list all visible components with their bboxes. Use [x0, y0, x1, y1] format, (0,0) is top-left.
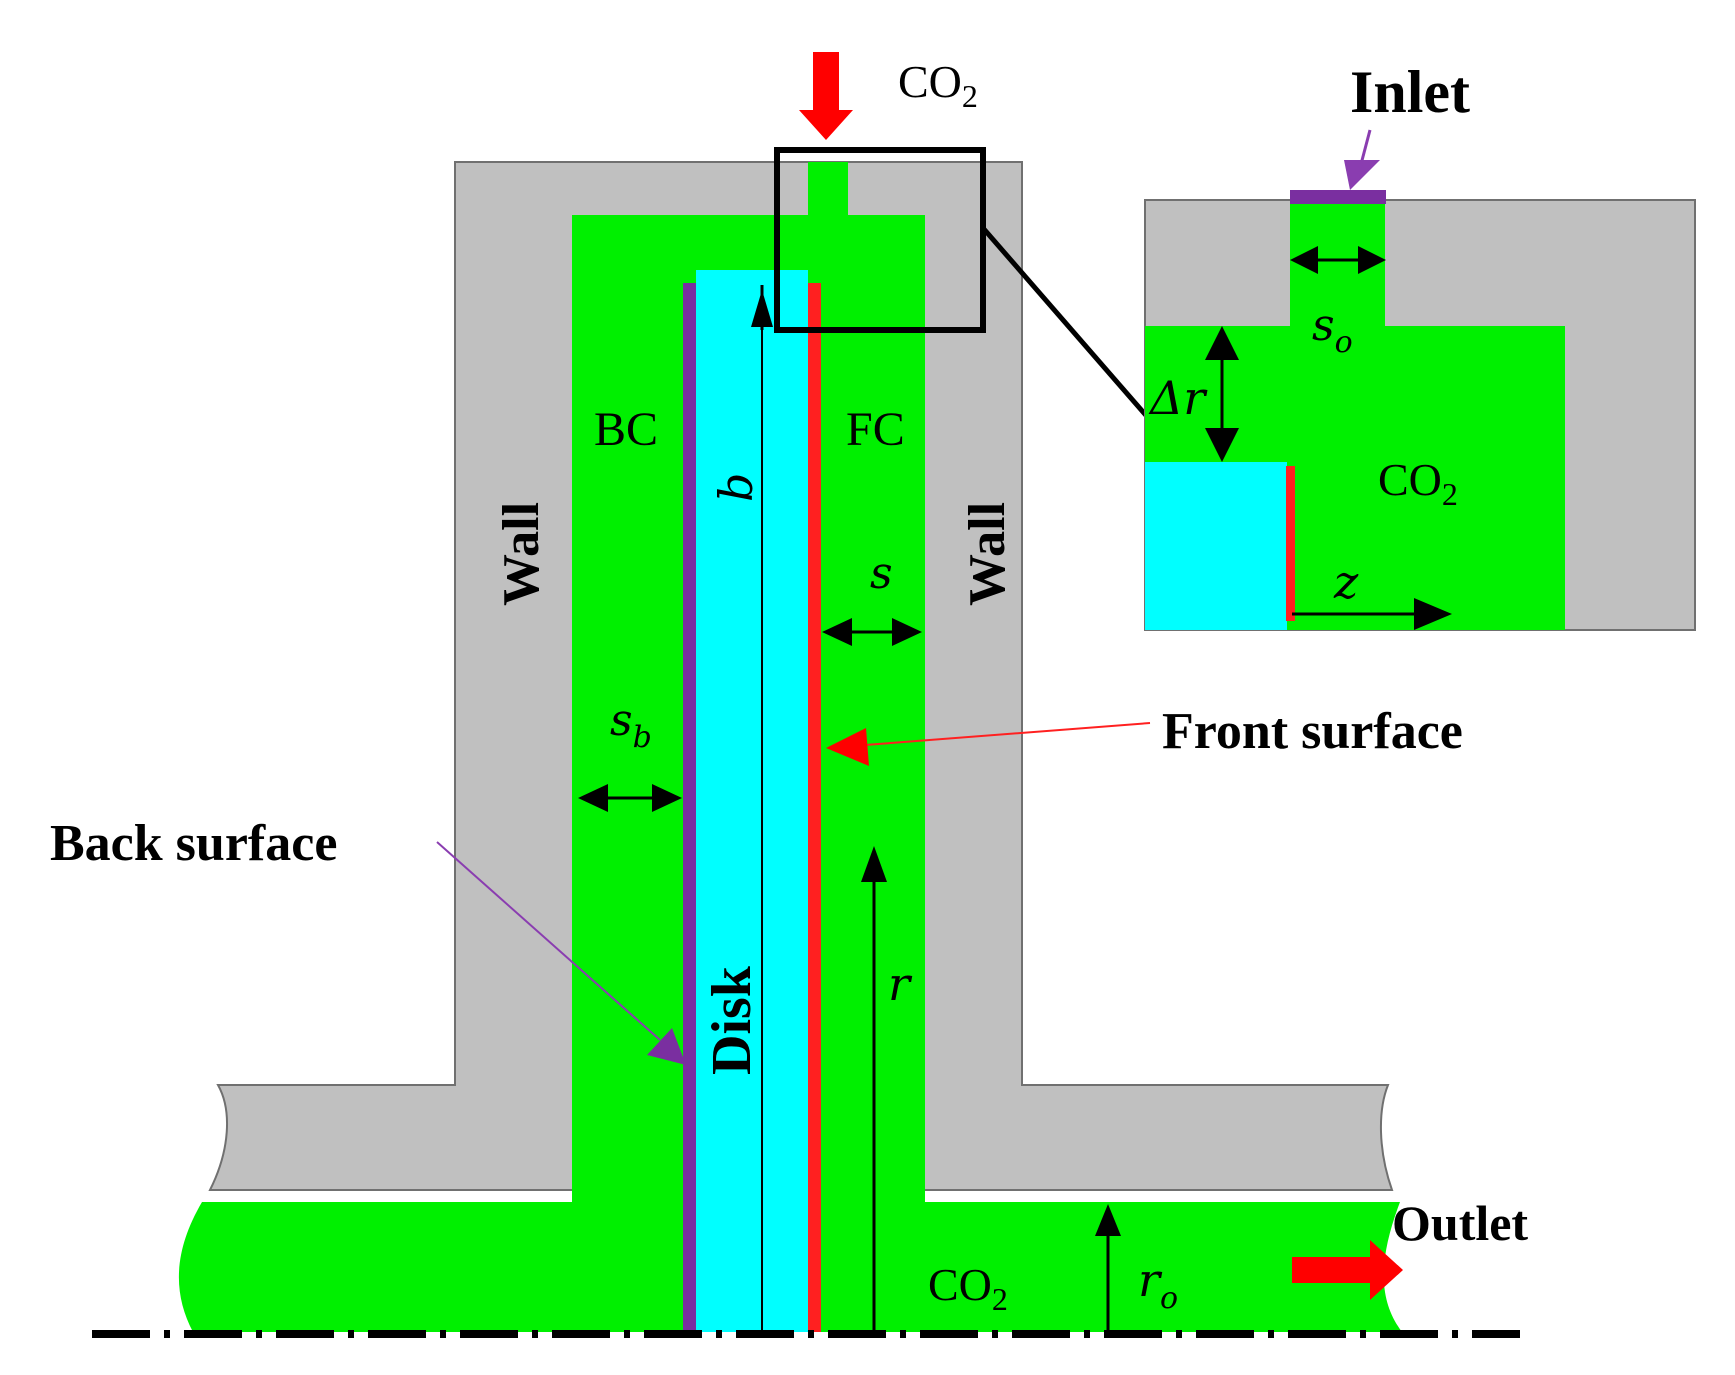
- inlet-label: Inlet: [1350, 59, 1470, 125]
- inflow-arrow-icon: [799, 52, 853, 140]
- fc-label: FC: [846, 403, 905, 456]
- inset-disk: [1145, 462, 1287, 630]
- co2-bottom-label: CO2: [928, 1259, 1008, 1317]
- b-arrow-head-icon: [751, 290, 773, 327]
- so-right-head-icon: [1358, 246, 1386, 274]
- s-label: s: [870, 548, 893, 599]
- zoom-connector: [981, 226, 1152, 422]
- s-left-head-icon: [822, 618, 852, 646]
- r-arrow-head-icon: [861, 846, 887, 882]
- front-surface-line: [808, 283, 821, 1332]
- ro-label: ro: [1138, 1253, 1178, 1316]
- r-label: r: [888, 957, 913, 1011]
- delta-r-top-head-icon: [1205, 326, 1239, 360]
- back-surface-leader-head-icon: [647, 1028, 686, 1065]
- back-surface-label: Back surface: [50, 815, 337, 872]
- outlet-label: Outlet: [1392, 1195, 1528, 1251]
- z-label: z: [1333, 555, 1359, 609]
- ro-arrow-head-icon: [1095, 1204, 1121, 1236]
- b-label: b: [709, 473, 763, 502]
- front-surface-leader-head-icon: [826, 728, 869, 766]
- disk-body: [696, 270, 808, 1332]
- sb-left-head-icon: [578, 784, 608, 812]
- inlet-arrow-icon: [1344, 160, 1380, 190]
- sb-label: sb: [610, 695, 652, 755]
- wall-right-label: Wall: [959, 502, 1016, 606]
- inlet-arrow-stem: [1358, 129, 1372, 169]
- disk-label: Disk: [701, 965, 763, 1075]
- so-left-head-icon: [1290, 246, 1318, 274]
- outlet-arrow-icon: [1292, 1240, 1403, 1300]
- inset-co2-label: CO2: [1378, 454, 1458, 512]
- inset-inlet-bar: [1290, 190, 1386, 204]
- wall-left-label: Wall: [493, 502, 550, 606]
- bc-label: BC: [594, 403, 658, 456]
- sb-right-head-icon: [652, 784, 682, 812]
- inset-front-surface: [1286, 466, 1295, 621]
- back-surface-leader: [436, 841, 661, 1041]
- back-surface-line: [683, 283, 696, 1332]
- delta-r-bottom-head-icon: [1205, 428, 1239, 462]
- co2-top-label: CO2: [898, 56, 978, 114]
- so-label: so: [1312, 300, 1353, 360]
- front-surface-leader: [864, 722, 1151, 746]
- front-surface-label: Front surface: [1162, 703, 1463, 760]
- zoom-box: [774, 147, 986, 333]
- z-arrow-head-icon: [1414, 598, 1452, 630]
- delta-r-label: Δr: [1148, 371, 1208, 425]
- s-right-head-icon: [892, 618, 922, 646]
